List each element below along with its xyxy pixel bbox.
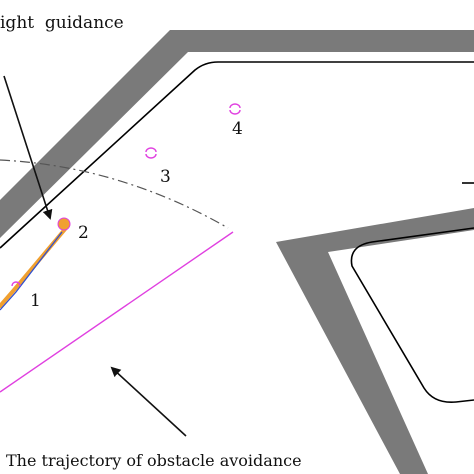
blue-path — [0, 231, 63, 311]
bottom-label: The trajectory of obstacle avoidance — [6, 451, 302, 470]
obstacle-avoidance-line — [0, 231, 234, 393]
top-label: ight guidance — [0, 13, 124, 33]
point-3-marker — [145, 147, 157, 159]
lower-right-boundary-line — [350, 227, 474, 404]
dash-dot-curve — [0, 159, 229, 229]
point-1-label: 1 — [30, 291, 41, 311]
point-2-marker — [57, 217, 71, 231]
point-2-label: 2 — [78, 223, 89, 243]
lower-right-wall — [276, 208, 474, 474]
trajectory-arrow — [110, 366, 187, 437]
guidance-arrow — [3, 75, 53, 220]
point-4-marker — [229, 103, 241, 115]
upper-wall — [0, 30, 474, 238]
point-3-label: 3 — [160, 167, 171, 187]
point-1-marker — [11, 281, 21, 287]
point-4-label: 4 — [232, 119, 243, 139]
upper-boundary-line — [0, 61, 474, 249]
